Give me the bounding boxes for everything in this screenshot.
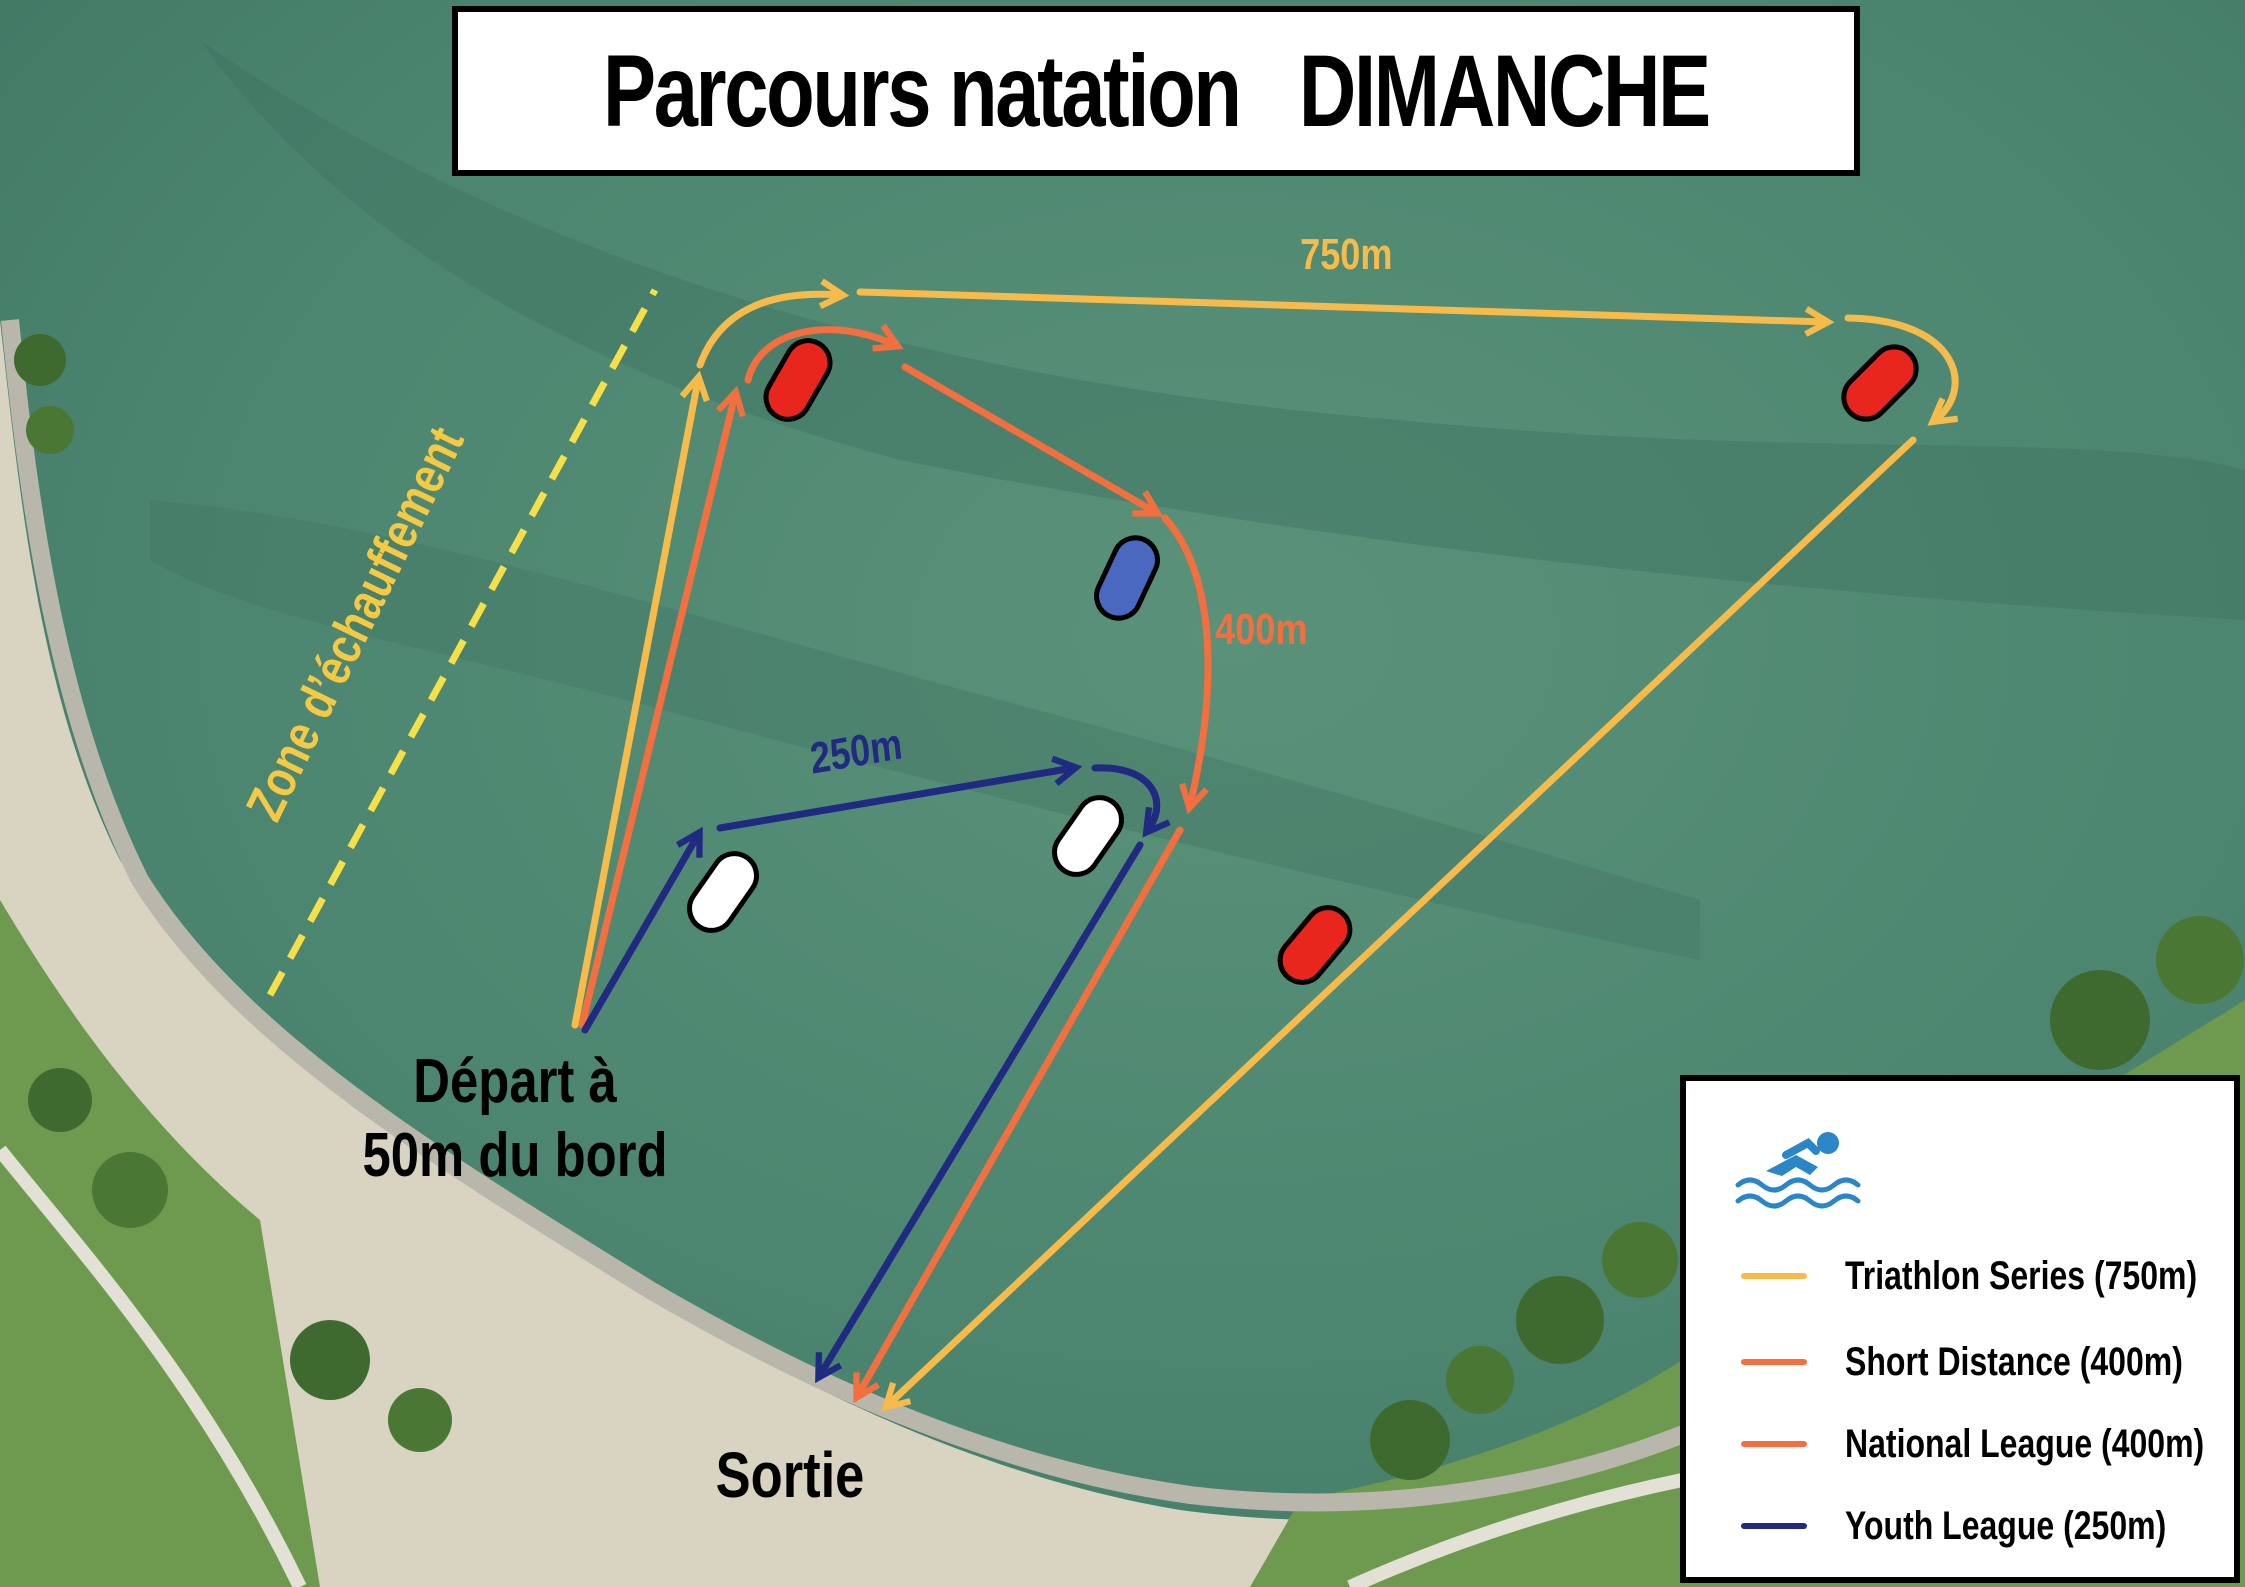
legend-item-triathlon-series: Triathlon Series (750m) <box>1741 1251 2245 1301</box>
legend-swatch <box>1741 1359 1807 1365</box>
buoy-blue <box>1094 535 1160 621</box>
legend-swatch <box>1741 1441 1807 1447</box>
route-short-distance <box>578 323 1212 1404</box>
tree <box>26 406 74 454</box>
tree <box>2156 916 2244 1004</box>
title-box: Parcours natation DIMANCHE <box>452 6 1860 176</box>
tree <box>2050 970 2150 1070</box>
water-shadow <box>150 500 1700 960</box>
legend-label: Short Distance (400m) <box>1845 1339 2183 1384</box>
tree <box>92 1152 168 1228</box>
legend-swatch <box>1741 1523 1807 1529</box>
grass-area <box>0 900 320 1587</box>
buoy-red <box>1841 344 1919 422</box>
legend-swatch <box>1741 1273 1807 1279</box>
tree <box>1446 1346 1514 1414</box>
tree <box>1516 1276 1604 1364</box>
swimmer-icon <box>1735 1132 1861 1209</box>
map-title: Parcours natation DIMANCHE <box>603 33 1711 148</box>
start-label: Départ à 50m du bord <box>362 1047 668 1190</box>
tree <box>1602 1222 1678 1298</box>
buoy-white <box>1052 795 1124 877</box>
legend-item-youth-league: Youth League (250m) <box>1741 1501 2245 1551</box>
route-triathlon-series <box>571 278 1959 1412</box>
legend-item-short-distance: Short Distance (400m) <box>1741 1337 2245 1387</box>
buoy-red <box>1277 905 1353 985</box>
legend-label: Triathlon Series (750m) <box>1845 1253 2198 1298</box>
promenade-wall <box>1 319 1765 1512</box>
tree <box>388 1388 452 1452</box>
tree <box>28 1068 92 1132</box>
legend-label: National League (400m) <box>1845 1421 2205 1466</box>
legend-item-national-league: National League (400m) <box>1741 1419 2245 1469</box>
tree <box>1370 1400 1450 1480</box>
buoy-red <box>763 338 833 422</box>
legend-label: Youth League (250m) <box>1845 1503 2167 1548</box>
exit-label: Sortie <box>715 1439 865 1511</box>
buoy-white <box>687 851 759 933</box>
water-shadow <box>200 40 2245 620</box>
tree <box>14 334 66 386</box>
path-walkway <box>0 1145 307 1587</box>
distance-label-400: 400m <box>1215 605 1308 654</box>
legend: Triathlon Series (750m) Short Distance (… <box>1680 1075 2240 1583</box>
tree <box>290 1320 370 1400</box>
distance-label-750: 750m <box>1300 230 1393 279</box>
warmup-zone-line <box>266 288 659 997</box>
route-youth-league <box>581 755 1171 1384</box>
shoreline-beach <box>0 320 2245 1587</box>
